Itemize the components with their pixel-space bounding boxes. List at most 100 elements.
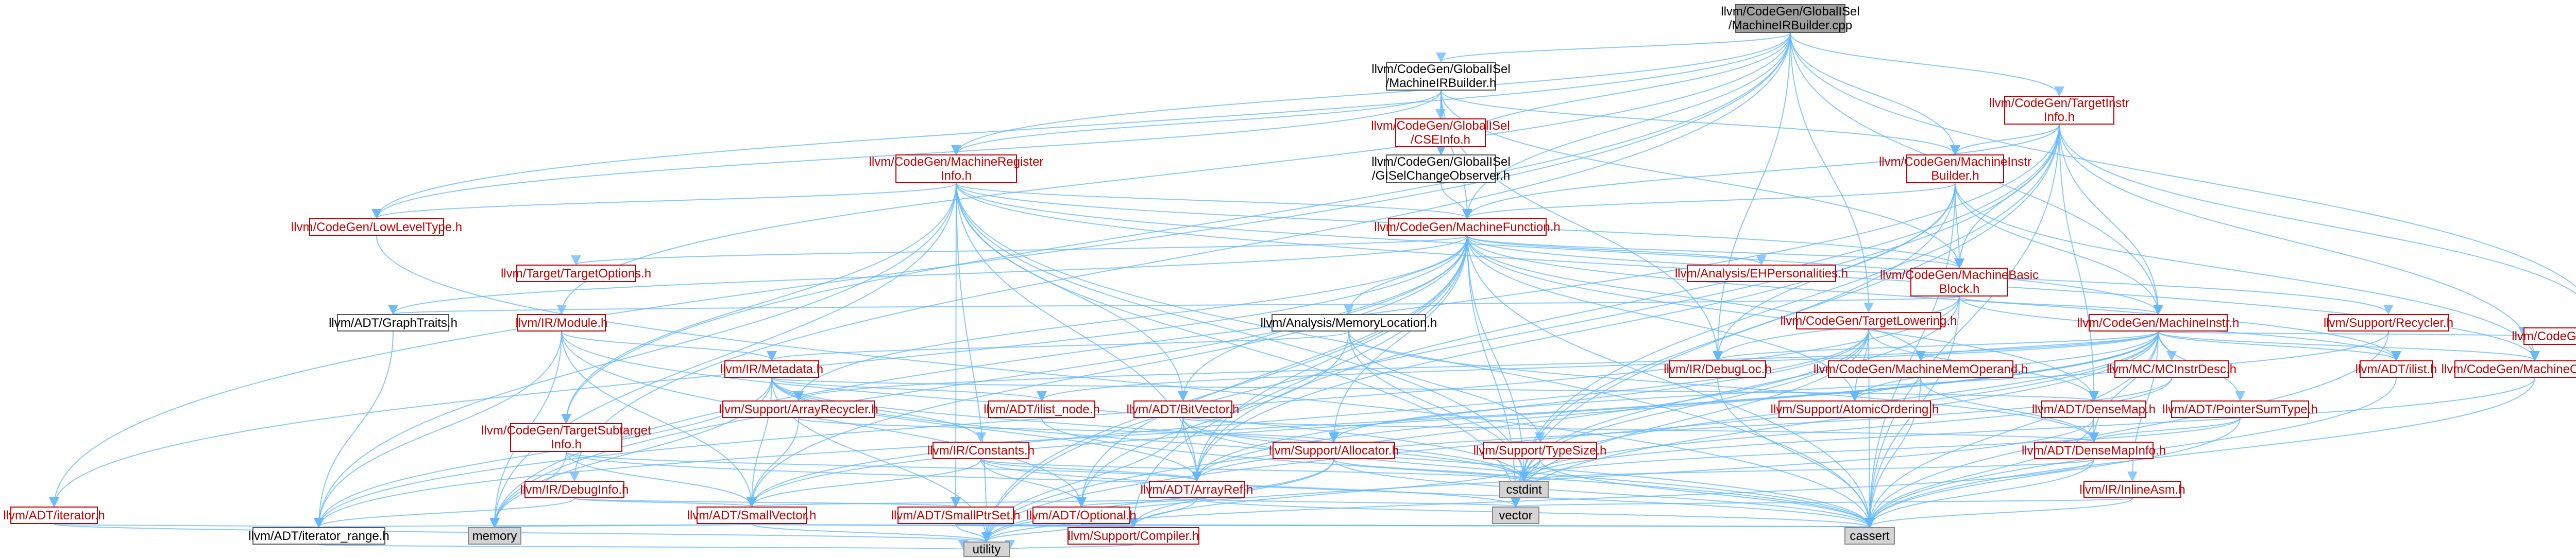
dependency-edge (1865, 417, 2094, 528)
node-low-level-type[interactable]: llvm/CodeGen/LowLevelType.h (291, 218, 462, 236)
node-atomic-ordering[interactable]: llvm/Support/AtomicOrdering.h (1771, 400, 1939, 418)
node-small-vector[interactable]: llvm/ADT/SmallVector.h (687, 507, 816, 524)
node-gisel-change-observer[interactable]: llvm/CodeGen/GlobalISel /GISelChangeObse… (1371, 154, 1511, 183)
node-target-opcodes[interactable]: llvm/CodeGen/TargetOpcodes.h (2512, 327, 2576, 345)
node-target-subtarget-info[interactable]: llvm/CodeGen/TargetSubtarget Info.h (481, 423, 651, 452)
dependency-edge (1467, 235, 1767, 266)
node-recycler[interactable]: llvm/Support/Recycler.h (2324, 314, 2453, 332)
node-memory-location[interactable]: llvm/Analysis/MemoryLocation.h (1261, 314, 1437, 332)
dependency-edge (371, 183, 957, 219)
dependency-edge (1467, 235, 1875, 528)
node-machine-instr[interactable]: llvm/CodeGen/MachineInstr.h (2077, 314, 2239, 332)
node-machine-basic-block[interactable]: llvm/CodeGen/MachineBasic Block.h (1879, 268, 2039, 297)
dependency-edge (49, 32, 1791, 508)
node-support-allocator[interactable]: llvm/Support/Allocator.h (1269, 442, 1399, 459)
dependency-edge (1037, 331, 2159, 402)
dependency-edge (571, 235, 1468, 266)
dependency-edge (1955, 183, 2540, 361)
node-gisel-cseinfo[interactable]: llvm/CodeGen/GlobalISel /CSEInfo.h (1371, 118, 1510, 147)
dependency-edge (561, 331, 777, 361)
dependency-edge (981, 124, 2060, 543)
dependency-edge (1128, 235, 1468, 528)
dependency-edge (1041, 417, 1875, 528)
dependency-edge (1467, 235, 1964, 269)
node-ilist-node[interactable]: llvm/ADT/ilist_node.h (984, 400, 1100, 418)
dependency-edge (1081, 517, 1139, 528)
dependency-edge (1467, 235, 1529, 482)
dependency-edge (951, 90, 1442, 155)
dependency-edge (314, 331, 394, 528)
dependency-edge (747, 377, 772, 508)
dependency-edge (747, 329, 1869, 508)
node-bitvector[interactable]: llvm/ADT/BitVector.h (1127, 400, 1239, 418)
dependency-edge (2089, 331, 2159, 443)
dependency-edge (1713, 331, 2159, 361)
node-memory[interactable]: memory (468, 527, 521, 545)
dependency-edge (371, 32, 1791, 219)
dependency-edge (980, 459, 1202, 482)
dependency-edge (980, 459, 1529, 482)
node-ir-debugloc[interactable]: llvm/IR/DebugLoc.h (1664, 360, 1772, 378)
dependency-edge (1519, 417, 2241, 482)
node-iterator-range[interactable]: llvm/ADT/iterator_range.h (248, 527, 389, 545)
node-adt-iterator[interactable]: llvm/ADT/iterator.h (3, 507, 105, 524)
node-machine-instr-builder[interactable]: llvm/CodeGen/MachineInstr Builder.h (1878, 154, 2032, 183)
node-machine-mem-operand[interactable]: llvm/CodeGen/MachineMemOperand.h (1814, 360, 2028, 378)
node-adt-optional[interactable]: llvm/ADT/Optional.h (1026, 507, 1137, 524)
dependency-edge (1864, 329, 1875, 528)
dependency-edge (1950, 124, 2060, 155)
node-ir-metadata[interactable]: llvm/IR/Metadata.h (720, 360, 823, 378)
node-cstdint[interactable]: cstdint (1499, 481, 1549, 498)
dependency-edge (956, 183, 1472, 219)
dependency-edge (561, 331, 1087, 508)
node-vector[interactable]: vector (1492, 507, 1539, 524)
node-adt-ilist[interactable]: llvm/ADT/ilist.h (2355, 360, 2437, 378)
node-cassert[interactable]: cassert (1844, 527, 1895, 545)
node-target-instr-info[interactable]: llvm/CodeGen/TargetInstr Info.h (1989, 96, 2130, 125)
node-ir-constants[interactable]: llvm/IR/Constants.h (927, 442, 1035, 459)
dependency-edge (569, 32, 1791, 482)
node-graph-traits[interactable]: llvm/ADT/GraphTraits.h (329, 314, 457, 332)
dependency-edge (1076, 497, 1197, 508)
dependency-edge (1333, 459, 1529, 482)
node-machine-operand[interactable]: llvm/CodeGen/MachineOperand.h (2442, 360, 2576, 378)
node-machine-register-info[interactable]: llvm/CodeGen/MachineRegister Info.h (869, 154, 1044, 183)
dependency-edge (981, 331, 2159, 543)
root-node[interactable]: llvm/CodeGen/GlobalISel /MachineIRBuilde… (1721, 4, 1860, 33)
dependency-edge (956, 183, 1529, 482)
dependency-edge (747, 331, 2159, 508)
dependency-edge (388, 235, 1468, 315)
node-mc-instr-desc[interactable]: llvm/MC/MCInstrDesc.h (2107, 360, 2236, 378)
node-support-typesize[interactable]: llvm/Support/TypeSize.h (1473, 442, 1606, 459)
dependency-edge (1436, 32, 1791, 63)
dependency-edge (1440, 90, 1960, 155)
dependency-edge (1519, 377, 2535, 482)
dependency-edge (318, 538, 966, 550)
node-ir-debuginfo[interactable]: llvm/IR/DebugInfo.h (520, 481, 629, 498)
node-pointer-sum-type[interactable]: llvm/ADT/PointerSumType.h (2162, 400, 2318, 418)
node-gisel-mib-header[interactable]: llvm/CodeGen/GlobalISel /MachineIRBuilde… (1371, 62, 1511, 91)
node-ir-inline-asm[interactable]: llvm/IR/InlineAsm.h (2079, 481, 2185, 498)
dependency-edge (1329, 331, 2389, 443)
node-target-options[interactable]: llvm/Target/TargetOptions.h (501, 265, 651, 282)
node-array-recycler[interactable]: llvm/Support/ArrayRecycler.h (719, 400, 878, 418)
node-array-ref[interactable]: llvm/ADT/ArrayRef.h (1141, 481, 1253, 498)
dependency-edge (1344, 235, 1468, 315)
dependency-edge (1462, 183, 1956, 219)
dependency-edge (1955, 183, 2163, 315)
node-machine-function[interactable]: llvm/CodeGen/MachineFunction.h (1374, 218, 1561, 236)
dependency-edge (793, 331, 2159, 402)
node-dense-map[interactable]: llvm/ADT/DenseMap.h (2032, 400, 2156, 418)
node-dense-map-info[interactable]: llvm/ADT/DenseMapInfo.h (2022, 442, 2166, 459)
dependency-edge (1467, 235, 1926, 361)
dependency-edge (1081, 516, 1870, 528)
node-small-ptr-set[interactable]: llvm/ADT/SmallPtrSet.h (891, 507, 1020, 524)
dependency-edge (2089, 417, 2241, 443)
dependency-edge (1192, 329, 1869, 482)
node-target-lowering[interactable]: llvm/CodeGen/TargetLowering.h (1781, 312, 1957, 329)
dependency-edge (1467, 235, 2401, 361)
node-ir-module[interactable]: llvm/IR/Module.h (516, 314, 607, 332)
node-eh-personalities[interactable]: llvm/Analysis/EHPersonalities.h (1675, 265, 1848, 282)
node-support-compiler[interactable]: llvm/Support/Compiler.h (1067, 527, 1199, 545)
node-utility[interactable]: utility (963, 542, 1010, 557)
